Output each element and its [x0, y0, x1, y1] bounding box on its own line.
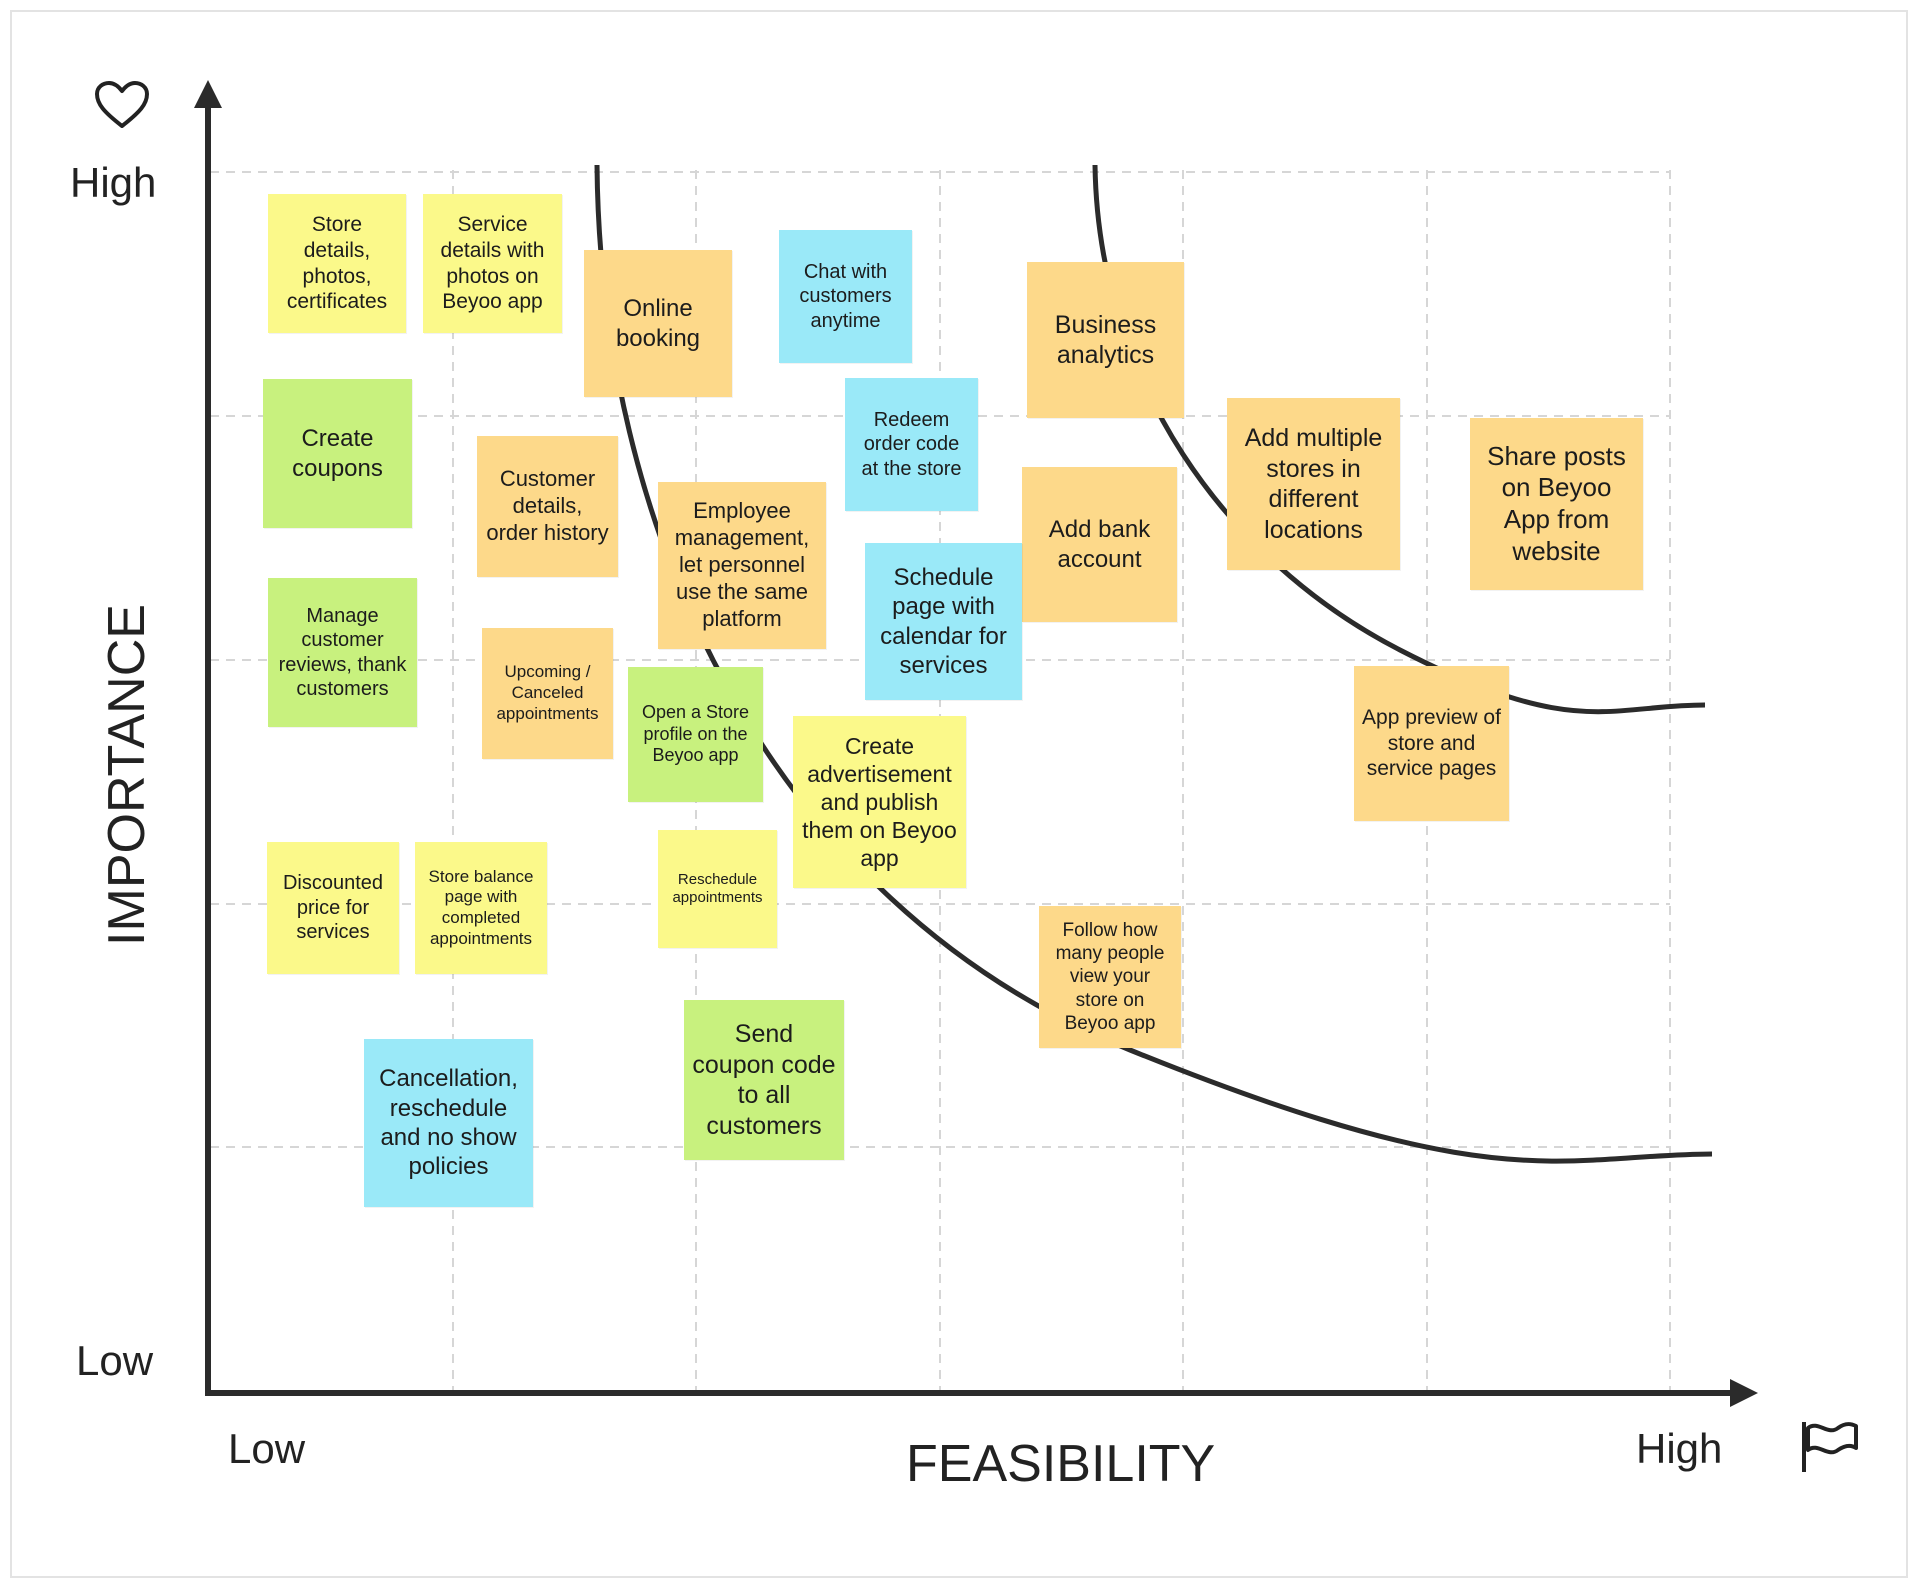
flag-icon [1802, 1422, 1858, 1472]
note-text: Customer details, order history [486, 466, 609, 545]
note-text: Business analytics [1054, 310, 1157, 370]
x-axis-arrowhead [1730, 1379, 1758, 1407]
sticky-note-reschedule-appointments[interactable]: Reschedule appointments [658, 830, 777, 948]
note-text: Store balance page with completed appoin… [428, 866, 534, 948]
note-text: Cancellation, reschedule and no show pol… [379, 1065, 518, 1181]
sticky-note-manage-reviews[interactable]: Manage customer reviews, thank customers [268, 578, 417, 727]
sticky-note-store-balance[interactable]: Store balance page with completed appoin… [415, 842, 547, 974]
x-axis-title: FEASIBILITY [906, 1435, 1216, 1493]
sticky-note-online-booking[interactable]: Online booking [584, 250, 732, 397]
sticky-note-store-details[interactable]: Store details, photos, certificates [268, 194, 406, 333]
note-text: Service details with photos on Beyoo app [440, 213, 545, 314]
note-text: Schedule page with calendar for services [880, 563, 1007, 679]
y-low-label: Low [76, 1337, 154, 1384]
sticky-note-cancellation-policies[interactable]: Cancellation, reschedule and no show pol… [364, 1039, 533, 1207]
note-text: App preview of store and service pages [1362, 706, 1501, 781]
sticky-note-app-preview[interactable]: App preview of store and service pages [1354, 666, 1509, 821]
sticky-note-add-bank-account[interactable]: Add bank account [1022, 467, 1177, 622]
note-text: Manage customer reviews, thank customers [278, 604, 407, 700]
sticky-note-create-coupons[interactable]: Create coupons [263, 379, 412, 528]
note-text: Redeem order code at the store [861, 408, 962, 480]
note-text: Create coupons [292, 425, 383, 482]
sticky-note-service-details[interactable]: Service details with photos on Beyoo app [423, 194, 562, 333]
note-text: Create advertisement and publish them on… [802, 732, 957, 872]
y-axis-arrowhead [194, 80, 222, 108]
sticky-note-employee-management[interactable]: Employee management, let personnel use t… [658, 482, 826, 649]
note-text: Open a Store profile on the Beyoo app [641, 701, 750, 766]
note-text: Reschedule appointments [672, 870, 763, 906]
sticky-note-create-advertisement[interactable]: Create advertisement and publish them on… [793, 716, 966, 888]
sticky-note-share-posts[interactable]: Share posts on Beyoo App from website [1470, 418, 1643, 590]
note-text: Upcoming / Canceled appointments [496, 662, 599, 723]
sticky-note-upcoming-canceled[interactable]: Upcoming / Canceled appointments [482, 628, 613, 759]
sticky-note-discounted-price[interactable]: Discounted price for services [267, 842, 399, 974]
sticky-note-redeem-order-code[interactable]: Redeem order code at the store [845, 378, 978, 511]
priority-curve-inner [594, 164, 1713, 1164]
x-high-label: High [1636, 1425, 1723, 1472]
note-text: Discounted price for services [282, 872, 384, 944]
heart-icon [95, 81, 149, 128]
axes [205, 100, 1740, 1396]
sticky-note-schedule-page[interactable]: Schedule page with calendar for services [865, 543, 1022, 700]
sticky-note-add-multiple-stores[interactable]: Add multiple stores in different locatio… [1227, 398, 1400, 570]
sticky-note-send-coupon-code[interactable]: Send coupon code to all customers [684, 1000, 844, 1160]
note-text: Follow how many people view your store o… [1055, 920, 1165, 1034]
note-text: Send coupon code to all customers [692, 1020, 836, 1140]
note-text: Chat with customers anytime [799, 260, 892, 332]
note-text: Online booking [615, 295, 701, 352]
sticky-note-follow-views[interactable]: Follow how many people view your store o… [1039, 906, 1181, 1048]
x-low-label: Low [228, 1425, 306, 1472]
note-text: Store details, photos, certificates [286, 213, 388, 314]
sticky-note-chat-with-customers[interactable]: Chat with customers anytime [779, 230, 912, 363]
y-axis-title: IMPORTANCE [98, 604, 156, 946]
sticky-note-open-store-profile[interactable]: Open a Store profile on the Beyoo app [628, 667, 763, 802]
note-text: Add multiple stores in different locatio… [1244, 424, 1383, 544]
y-high-label: High [70, 159, 157, 206]
note-text: Share posts on Beyoo App from website [1487, 440, 1626, 566]
note-text: Employee management, let personnel use t… [674, 498, 810, 631]
sticky-note-customer-details[interactable]: Customer details, order history [477, 436, 618, 577]
note-text: Add bank account [1048, 516, 1151, 573]
sticky-note-business-analytics[interactable]: Business analytics [1027, 262, 1184, 418]
